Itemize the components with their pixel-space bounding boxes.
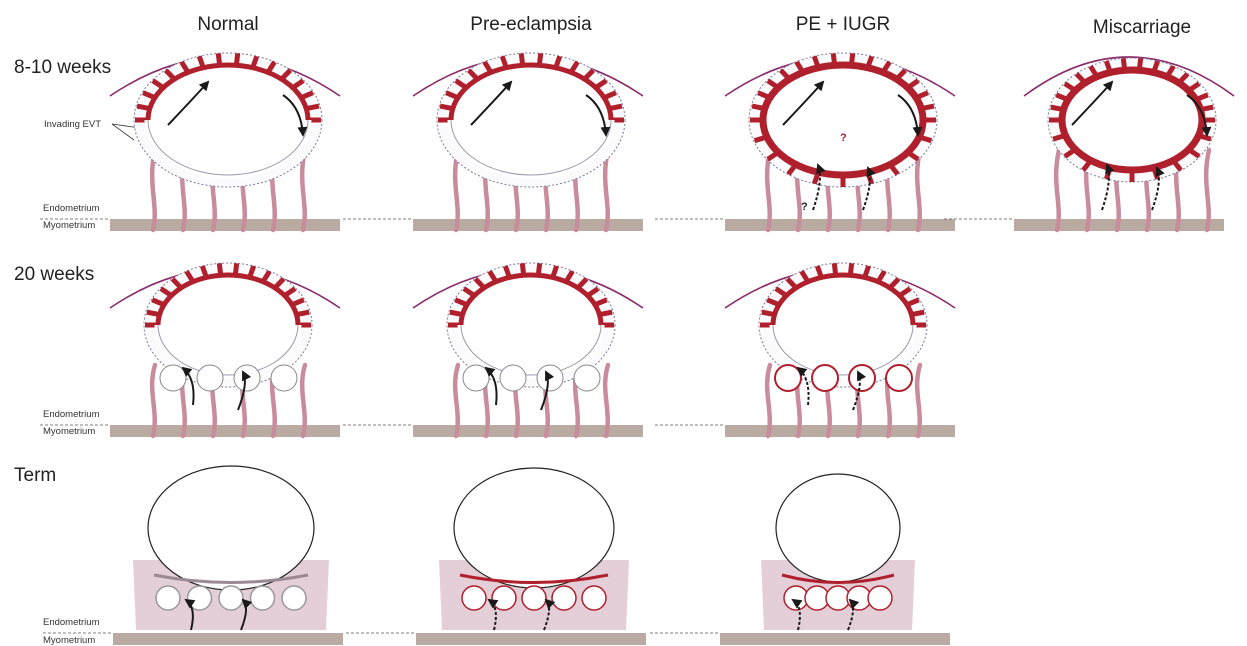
cotyledon: [282, 586, 306, 610]
gestational-sac: [1062, 70, 1202, 170]
anchoring-villus: [463, 365, 489, 391]
placenta: [454, 468, 614, 588]
placenta: [776, 474, 900, 582]
anchoring-villus: [574, 365, 600, 391]
spiral-artery: [302, 365, 305, 436]
anchoring-villus: [197, 365, 223, 391]
spiral-artery: [917, 150, 920, 230]
anchoring-villus: [160, 365, 186, 391]
cotyledon: [868, 586, 892, 610]
anchoring-villus: [886, 365, 912, 391]
spiral-artery: [455, 150, 458, 230]
question-mark-gestational-sac: ?: [840, 132, 847, 144]
myometrium-band: [416, 633, 646, 645]
spiral-artery: [152, 150, 155, 230]
cotyledon: [219, 586, 243, 610]
spiral-artery: [605, 150, 608, 230]
anchoring-villus: [849, 365, 875, 391]
spiral-artery: [455, 365, 458, 436]
placenta: [148, 466, 314, 590]
cotyledon: [552, 586, 576, 610]
spiral-artery: [767, 150, 770, 230]
spiral-artery: [302, 150, 305, 230]
anchoring-villus: [812, 365, 838, 391]
cotyledon: [251, 586, 275, 610]
myometrium-band: [113, 633, 343, 645]
cotyledon: [582, 586, 606, 610]
spiral-artery: [767, 365, 770, 436]
spiral-artery: [1206, 150, 1209, 230]
anchoring-villus: [500, 365, 526, 391]
cotyledon: [492, 586, 516, 610]
anchoring-villus: [775, 365, 801, 391]
spiral-artery: [1056, 150, 1059, 230]
cotyledon: [462, 586, 486, 610]
cotyledon: [156, 586, 180, 610]
anchoring-villus: [234, 365, 260, 391]
spiral-artery: [605, 365, 608, 436]
question-mark-evt-invasion: ?: [801, 201, 808, 213]
anchoring-villus: [537, 365, 563, 391]
anchoring-villus: [271, 365, 297, 391]
spiral-artery: [152, 365, 155, 436]
myometrium-band: [720, 633, 950, 645]
cotyledon: [522, 586, 546, 610]
spiral-artery: [917, 365, 920, 436]
